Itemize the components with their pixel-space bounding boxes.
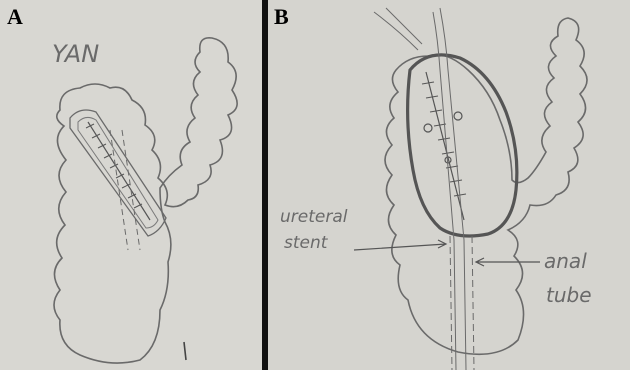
- suture-line-b: [426, 72, 464, 220]
- ureteral-stent-line-2: [440, 8, 466, 370]
- arrow-anal-tube: [476, 258, 540, 266]
- panel-b: B: [268, 0, 630, 370]
- handwritten-label-yan: YAN: [52, 40, 99, 68]
- panel-a-drawing: YAN: [0, 0, 262, 370]
- label-ureteral: ureteral: [280, 207, 348, 227]
- label-tube: tube: [546, 283, 592, 307]
- ureteral-stent-line-1: [433, 12, 456, 370]
- stent-hole-1: [424, 124, 432, 132]
- suture-line-a: [88, 122, 150, 220]
- suture-stitches-b: [422, 82, 466, 196]
- arrow-ureteral-stent: [354, 240, 446, 250]
- anastomosis-inner: [78, 117, 158, 228]
- pencil-stroke-bottom: [184, 342, 186, 360]
- label-anal: anal: [544, 249, 587, 273]
- label-stent: stent: [284, 233, 329, 253]
- suture-stitches-a: [86, 124, 142, 208]
- panel-a: A YAN: [0, 0, 262, 370]
- pouch-outline: [408, 55, 517, 236]
- panel-b-drawing: ureteral stent anal tube: [268, 0, 630, 370]
- dashed-line-a2: [122, 130, 140, 250]
- anal-tube-line-2: [472, 236, 474, 370]
- anastomosis-tube: [70, 110, 166, 236]
- stent-hole-2: [454, 112, 462, 120]
